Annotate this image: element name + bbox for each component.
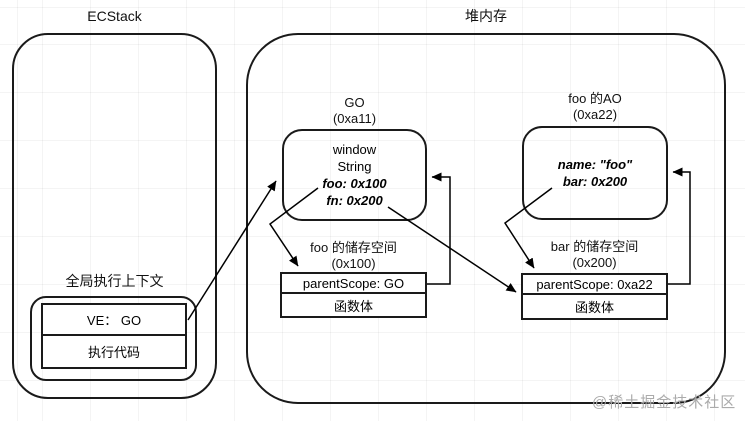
foo-space-parentscope-row: parentScope: GO	[302, 275, 405, 291]
go-pointer-fn: fn: 0x200	[326, 193, 383, 208]
global-context-label: 全局执行上下文	[65, 273, 164, 289]
foo-space-label: foo 的储存空间 (0x100)	[280, 240, 427, 272]
foo-ao-label: foo 的AO (0xa22)	[522, 91, 668, 123]
foo-ao-pointer-name: name: "foo"	[557, 157, 633, 172]
bar-space-label: bar 的储存空间 (0x200)	[521, 239, 668, 271]
bar-space-name: bar 的储存空间	[550, 239, 639, 254]
go-node-address: (0xa11)	[332, 111, 377, 126]
go-node-name: GO	[344, 95, 365, 110]
global-context-box	[30, 296, 197, 381]
foo-ao-name: foo 的AO	[568, 91, 622, 106]
bar-space-table: parentScope: 0xa22 函数体	[521, 273, 668, 320]
bar-space-address: (0x200)	[572, 255, 617, 270]
go-entry-window: window	[332, 142, 377, 157]
foo-ao-box: name: "foo" bar: 0x200	[522, 126, 668, 220]
global-context-table: VE： GO 执行代码	[41, 303, 187, 369]
go-node-box: window String foo: 0x100 fn: 0x200	[282, 129, 427, 221]
foo-space-address: (0x100)	[331, 256, 376, 271]
foo-ao-address: (0xa22)	[572, 107, 618, 122]
heap-title: 堆内存	[465, 8, 507, 24]
bar-space-body-row: 函数体	[523, 293, 666, 318]
bar-space-parentscope-row: parentScope: 0xa22	[536, 276, 653, 292]
foo-space-body-row: 函数体	[282, 292, 425, 316]
go-pointer-foo: foo: 0x100	[322, 176, 387, 191]
go-entry-string: String	[337, 159, 372, 174]
foo-space-table: parentScope: GO 函数体	[280, 272, 427, 318]
ve-go-row: VE： GO	[86, 313, 142, 328]
foo-space-name: foo 的储存空间	[310, 240, 397, 255]
foo-ao-pointer-bar: bar: 0x200	[562, 174, 628, 189]
watermark: @稀土掘金技术社区	[592, 394, 737, 411]
go-node-label: GO (0xa11)	[282, 95, 427, 127]
exec-code-row: 执行代码	[43, 334, 185, 367]
ecstack-title: ECStack	[87, 8, 142, 24]
